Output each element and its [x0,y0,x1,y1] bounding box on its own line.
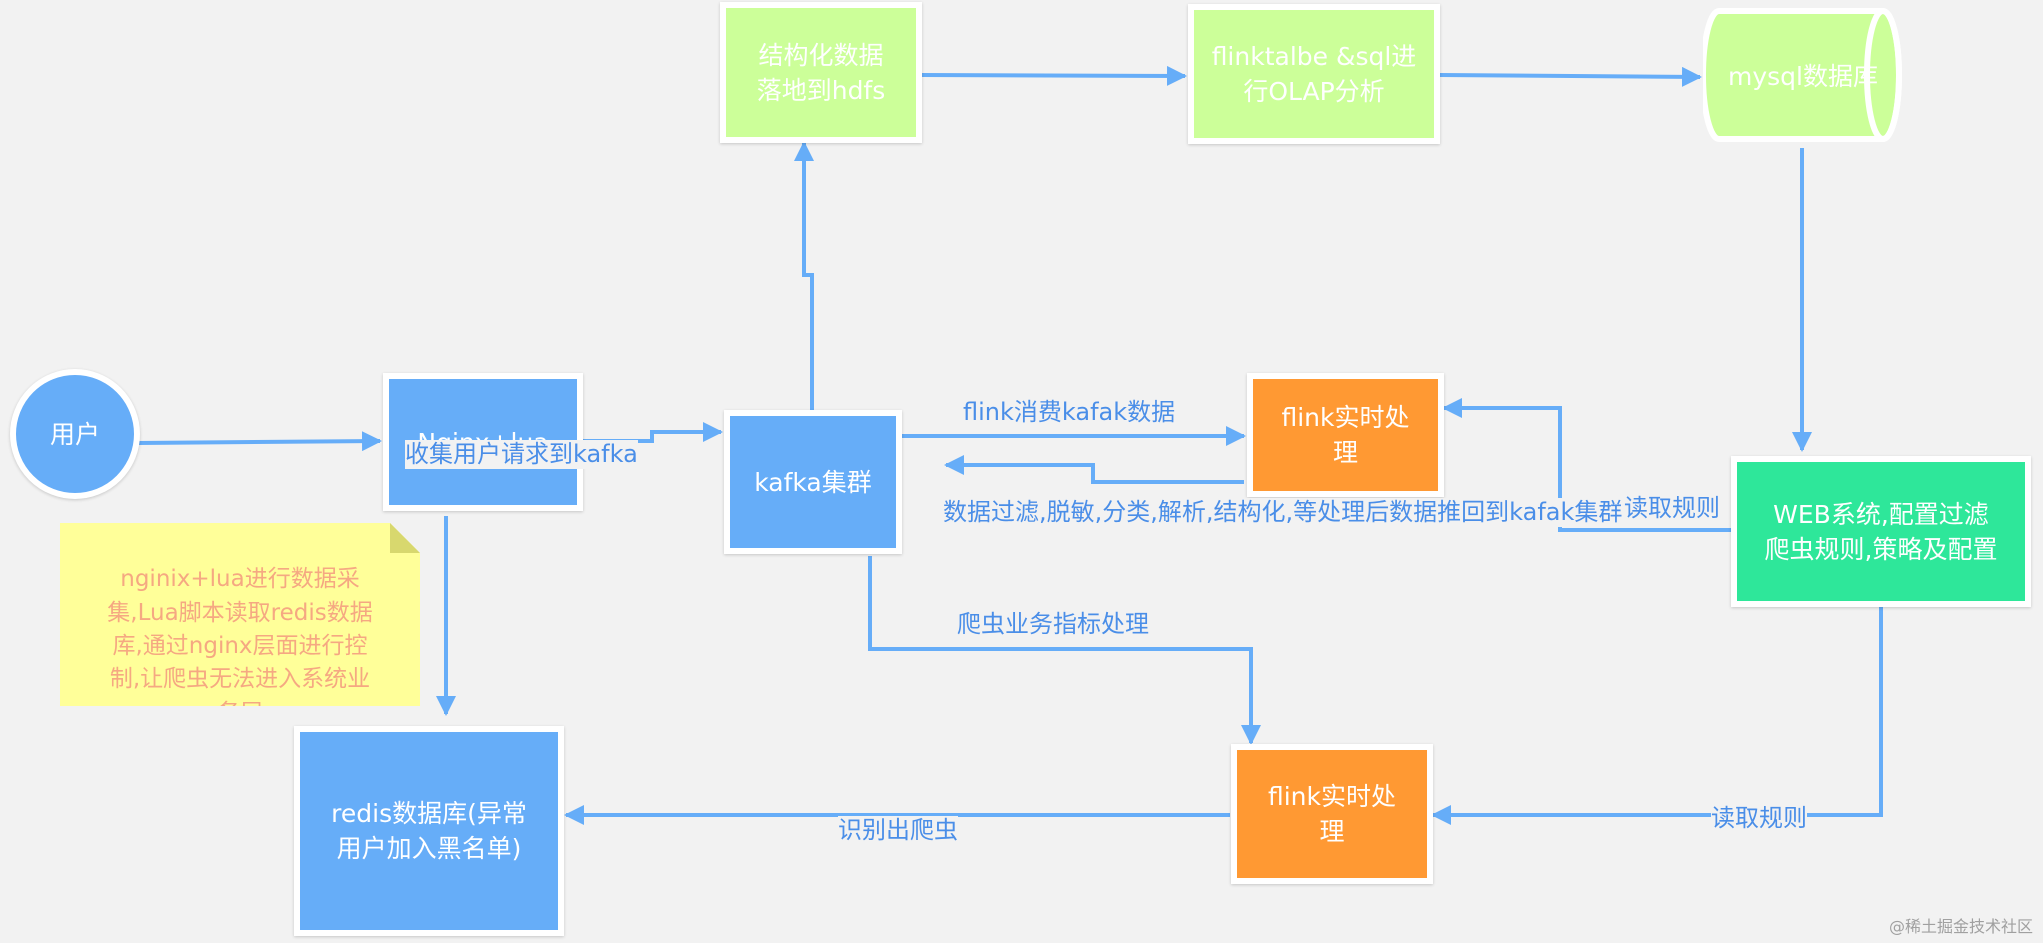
flink-realtime-top-node-label: flink实时处 理 [1281,403,1410,467]
mysql-node: mysql数据库 [1703,5,1903,145]
hdfs-node: 结构化数据 落地到hdfs [720,2,922,143]
edge-web-to-flink-bottom [1431,607,1883,825]
flink-realtime-top-node: flink实时处 理 [1247,373,1444,497]
watermark: @稀土掘金技术社区 [1888,917,2033,936]
edge-user-to-nginx [137,431,382,452]
flink-realtime-bottom-node: flink实时处 理 [1231,744,1433,884]
redis-node-label: redis数据库(异常 用户加入黑名单) [331,799,527,863]
redis-node: redis数据库(异常 用户加入黑名单) [294,726,564,936]
web-node: WEB系统,配置过滤 爬虫规则,策略及配置 [1731,456,2031,607]
sticky-note: nginix+lua进行数据采 集,Lua脚本读取redis数据 库,通过ngi… [60,523,420,706]
label-processed-back: 数据过滤,脱敏,分类,解析,结构化,等处理后数据推回到kafak集群 [943,498,1628,527]
label-identify-crawler: 识别出爬虫 [838,816,958,845]
label-read-rules-bottom: 读取规则 [1711,804,1807,833]
kafka-node: kafka集群 [724,410,902,554]
edge-olap-to-mysql [1439,66,1702,87]
edge-kafka-to-flink-bottom [868,556,1261,745]
flink-realtime-bottom-node-label: flink实时处 理 [1267,782,1396,846]
flink-olap-node: flinktalbe &sql进 行OLAP分析 [1188,4,1440,144]
edge-hdfs-to-olap [921,65,1187,86]
edge-web-to-flink-top [1442,398,1731,532]
label-crawler-metrics: 爬虫业务指标处理 [957,610,1149,639]
label-read-rules-top: 读取规则 [1624,494,1720,523]
web-node-label: WEB系统,配置过滤 爬虫规则,策略及配置 [1764,499,1998,564]
hdfs-node-label: 结构化数据 落地到hdfs [756,40,886,105]
flink-olap-node-label: flinktalbe &sql进 行OLAP分析 [1211,42,1417,106]
label-collect-to-kafka: 收集用户请求到kafka [405,440,638,469]
user-node-label: 用户 [49,419,100,449]
user-node: 用户 [10,369,140,499]
edge-flink-top-to-kafka [944,455,1244,484]
cylinder-shape [1703,8,1902,142]
sticky-note-text: nginix+lua进行数据采 集,Lua脚本读取redis数据 库,通过ngi… [107,566,373,726]
kafka-node-label: kafka集群 [754,467,872,497]
mysql-node-label: mysql数据库 [1728,62,1878,91]
label-flink-consume: flink消费kafak数据 [963,398,1176,427]
edge-kafka-to-hdfs [794,141,814,410]
